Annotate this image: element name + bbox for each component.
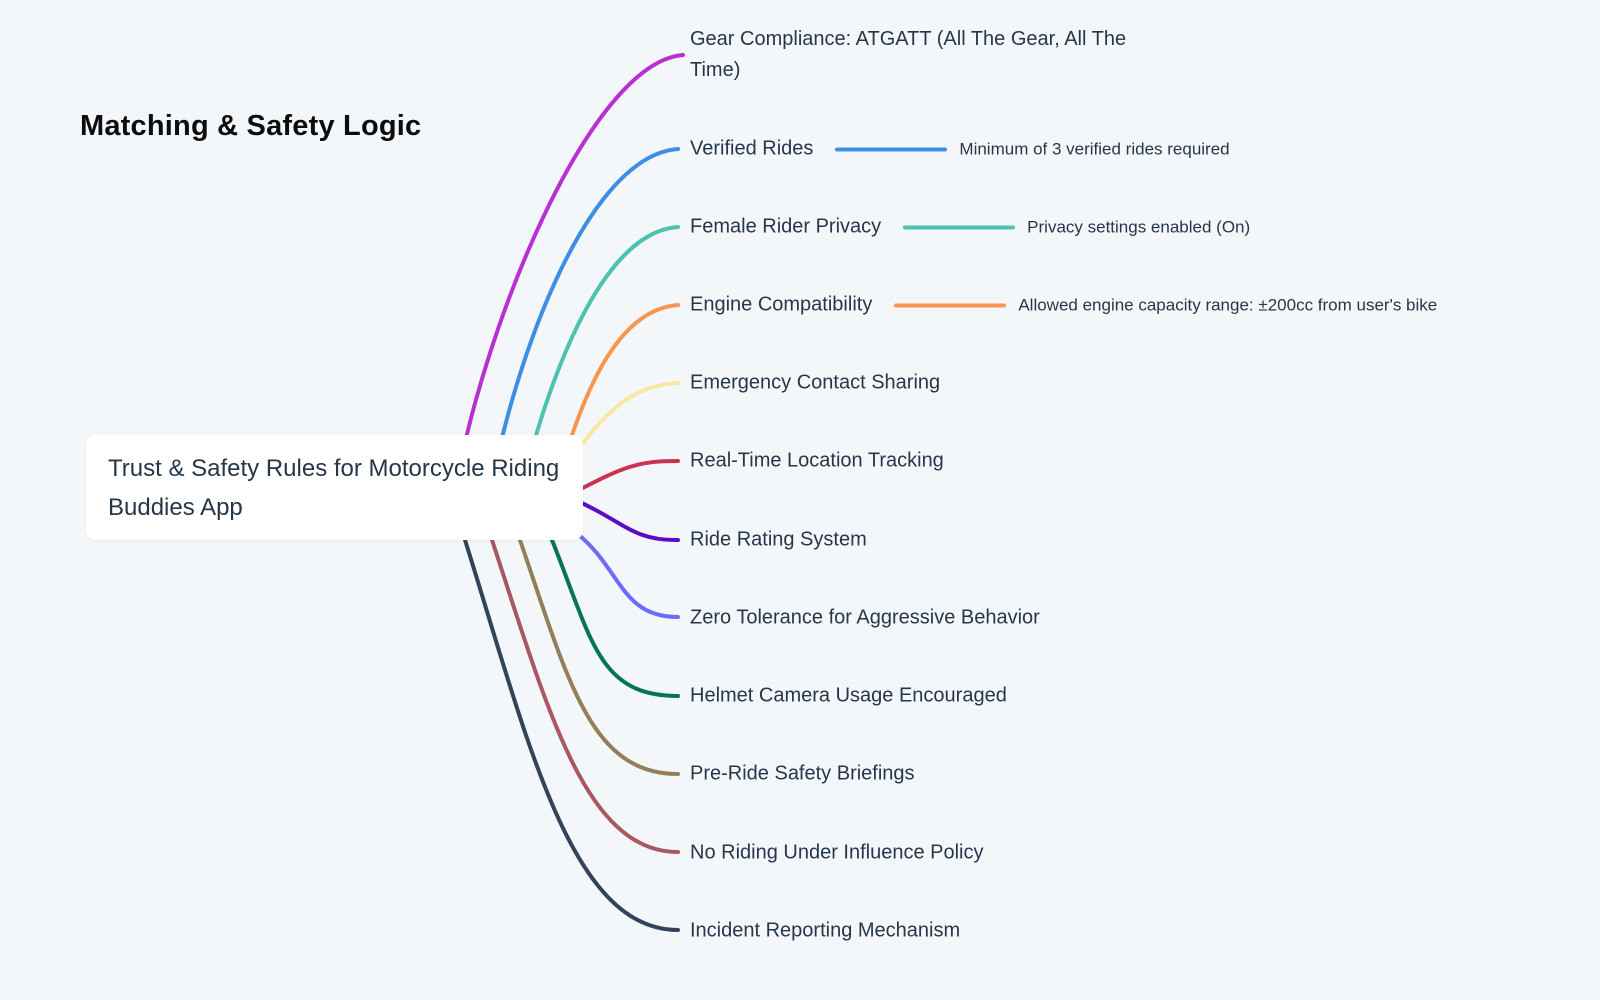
branch-sub-label: Privacy settings enabled (On): [1027, 217, 1251, 236]
branch-label: Zero Tolerance for Aggressive Behavior: [690, 606, 1040, 629]
branch-label: Real-Time Location Tracking: [690, 449, 944, 472]
branch-label: Gear Compliance: ATGATT (All The Gear, A…: [690, 28, 1127, 81]
branch-label: Verified Rides: [690, 137, 814, 160]
branch-curve: [490, 538, 680, 854]
branch-row: Verified Rides Minimum of 3 verified ride…: [690, 138, 1230, 161]
page-title: Matching & Safety Logic: [80, 110, 422, 142]
branch-curve: [573, 459, 680, 494]
branch-curve: [518, 538, 680, 776]
branch-label: Ride Rating System: [690, 528, 867, 551]
branch-curve: [550, 538, 680, 698]
branch-row: Real-Time Location Tracking: [690, 450, 944, 473]
branch-curve: [450, 53, 685, 510]
branch-label: Incident Reporting Mechanism: [690, 919, 961, 942]
branch-sub-label: Minimum of 3 verified rides required: [959, 139, 1230, 158]
branch-label: No Riding Under Influence Policy: [690, 841, 984, 864]
root-node: Trust & Safety Rules for Motorcycle Ridi…: [86, 435, 583, 540]
branch-label: Pre-Ride Safety Briefings: [690, 762, 915, 785]
branch-label: Helmet Camera Usage Encouraged: [690, 684, 1007, 707]
root-node-label: Trust & Safety Rules for Motorcycle Ridi…: [108, 454, 560, 521]
branch-connector-line: [894, 303, 1007, 307]
branch-curve: [568, 526, 680, 619]
branch-curve: [463, 538, 680, 932]
branch-row: Pre-Ride Safety Briefings: [690, 763, 915, 786]
branch-label: Emergency Contact Sharing: [690, 371, 941, 394]
branch-connector-line: [835, 147, 948, 151]
branch-label: Engine Compatibility: [690, 293, 873, 316]
branch-row: Zero Tolerance for Aggressive Behavior: [690, 607, 1040, 630]
branch-row: Emergency Contact Sharing: [690, 372, 940, 395]
branch-row: Engine Compatibility Allowed engine capac…: [690, 294, 1437, 317]
branch-row: Ride Rating System: [690, 529, 867, 552]
branch-connector-line: [903, 225, 1016, 229]
branch-row: Incident Reporting Mechanism: [690, 920, 960, 943]
branch-curve: [573, 498, 680, 543]
branch-row: No Riding Under Influence Policy: [690, 842, 984, 865]
branch-label: Female Rider Privacy: [690, 215, 882, 238]
branch-row: Gear Compliance: ATGATT (All The Gear, A…: [690, 24, 1165, 86]
branch-sub-label: Allowed engine capacity range: ±200cc fr…: [1018, 295, 1438, 314]
branch-row: Female Rider Privacy Privacy settings ena…: [690, 216, 1250, 239]
branch-row: Helmet Camera Usage Encouraged: [690, 685, 1007, 708]
